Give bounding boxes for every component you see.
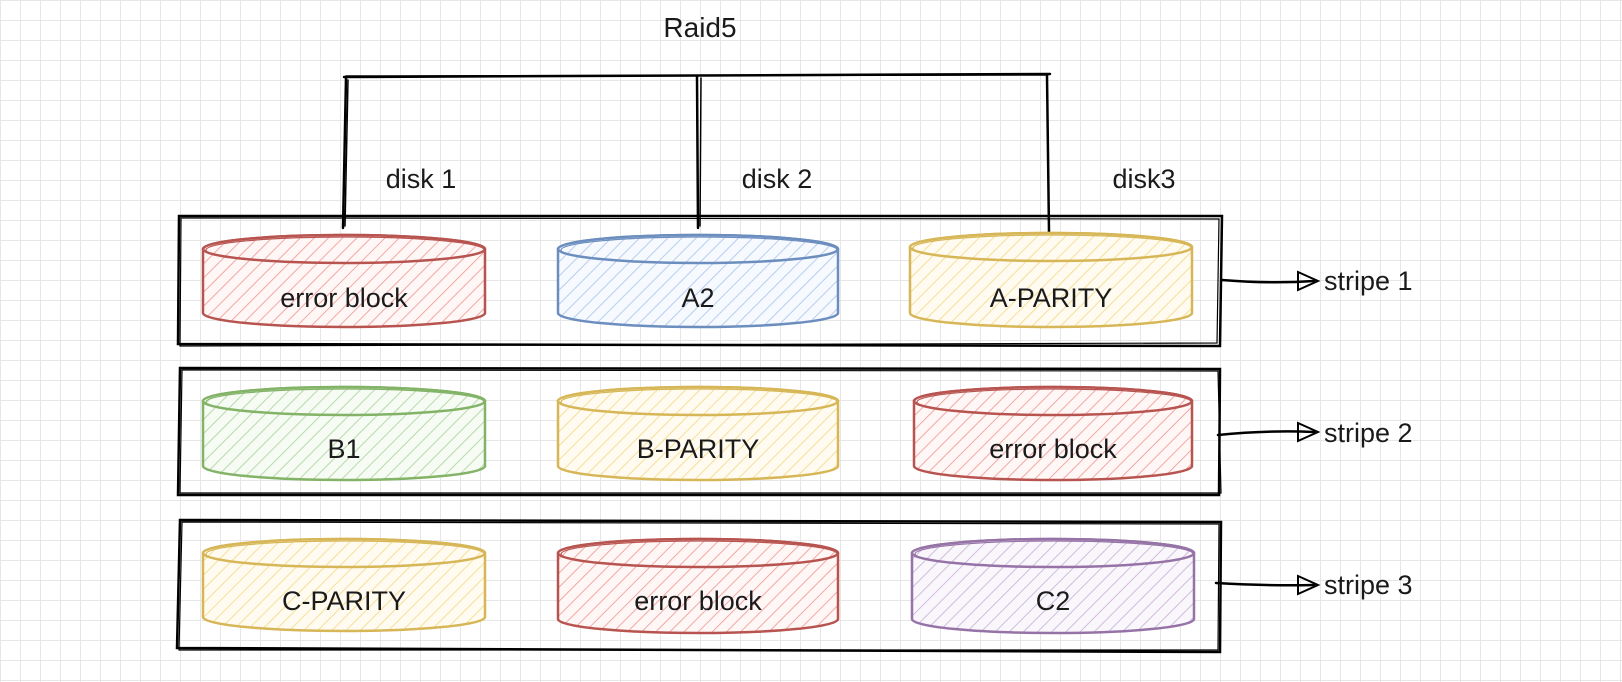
stripe-2-frame (176, 366, 1222, 497)
block-label: error block (280, 283, 408, 313)
stripe-3-arrow (1214, 574, 1321, 596)
block-label: B-PARITY (637, 434, 760, 464)
stripe-1-frame (176, 214, 1224, 348)
disk-block-b1: B1 (201, 385, 487, 482)
disk-block-c2: C2 (910, 537, 1196, 635)
diagram-title: Raid5 (663, 12, 736, 43)
disk-block-c-parity: C-PARITY (201, 537, 487, 633)
disk-block-b-parity: B-PARITY (556, 385, 840, 482)
disk-block-error-2: error block (912, 385, 1194, 482)
stripe-label-2: stripe 2 (1324, 418, 1413, 448)
disk-block-a2: A2 (556, 233, 840, 329)
disk-block-error-3: error block (556, 537, 840, 635)
block-label: error block (634, 586, 762, 616)
stripe-label-3: stripe 3 (1324, 570, 1413, 600)
block-label: error block (989, 434, 1117, 464)
stripe-label-1: stripe 1 (1324, 266, 1413, 296)
disk-label-3: disk3 (1112, 164, 1175, 194)
block-label: A-PARITY (990, 283, 1113, 313)
raid-bus-connector (341, 72, 1052, 234)
disk-label-2: disk 2 (742, 164, 813, 194)
block-label: A2 (681, 283, 714, 313)
disk-label-1: disk 1 (386, 164, 457, 194)
disk-block-a-parity: A-PARITY (908, 231, 1194, 329)
stripe-1: error block A2 A-PARITY stripe 1 (176, 214, 1413, 348)
stripe-2-arrow (1216, 421, 1321, 443)
stripe-3: C-PARITY error block C2 stripe 3 (175, 518, 1413, 654)
block-label: C2 (1036, 586, 1071, 616)
stripe-3-frame (175, 518, 1223, 654)
block-label: B1 (327, 434, 360, 464)
stripe-1-arrow (1220, 270, 1321, 292)
disk-block-error-1: error block (201, 233, 487, 329)
stripe-2: B1 B-PARITY error block stripe 2 (176, 366, 1413, 497)
block-label: C-PARITY (282, 586, 406, 616)
